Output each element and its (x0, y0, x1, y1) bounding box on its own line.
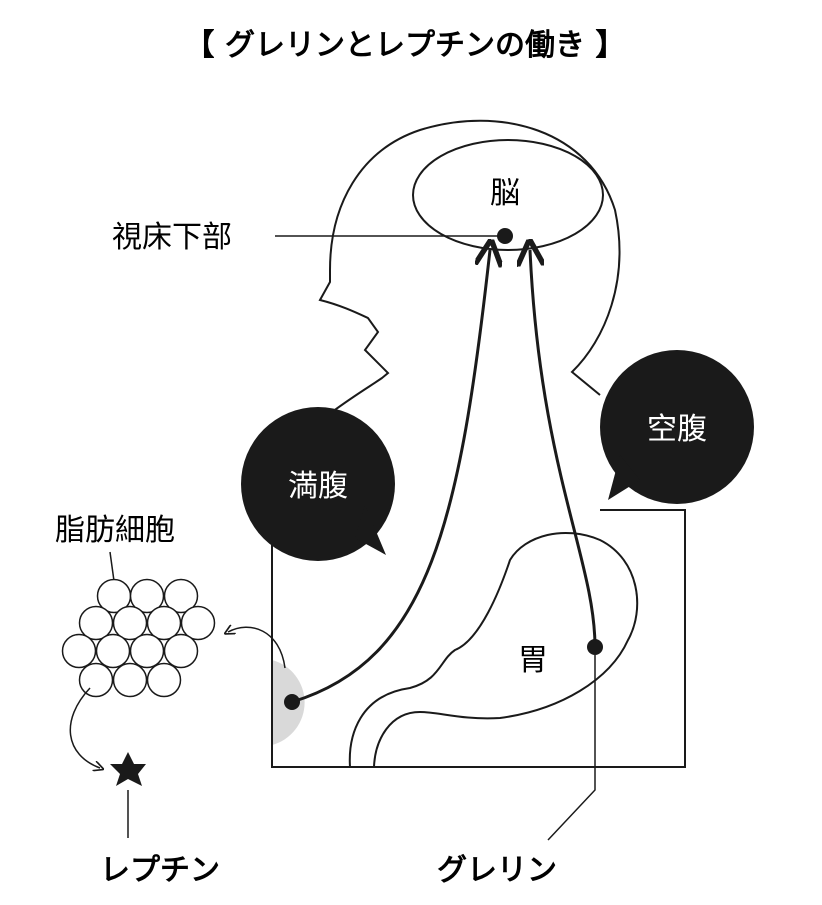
fat-cell (180, 605, 216, 641)
cells-to-leptin-arrow (69, 687, 100, 768)
fat-to-cells-arrow (228, 627, 286, 669)
stomach-label: 胃 (518, 643, 548, 678)
fat-cell (163, 578, 199, 614)
fat-cell (163, 633, 199, 669)
fat-cell (61, 633, 97, 669)
fat-cell (129, 633, 165, 669)
fat-cell (146, 605, 182, 641)
brain-outline (412, 139, 604, 251)
hypothalamus-dot (497, 228, 513, 244)
hungry-speech-bubble: 空腹 (600, 350, 754, 504)
diagram-title: 【 グレリンとレプチンの働き 】 (185, 28, 626, 63)
fat-cell-cluster (61, 578, 216, 698)
stomach-outline (348, 532, 639, 768)
fat-cell (95, 633, 131, 669)
ghrelin-leader-line (547, 655, 596, 841)
full-speech-bubble: 満腹 (241, 407, 395, 561)
brain-label: 脳 (490, 176, 520, 211)
hungry-bubble-label: 空腹 (647, 412, 707, 447)
fat-cell (112, 662, 148, 698)
leptin-arrow (291, 250, 490, 704)
full-bubble-label: 満腹 (288, 469, 348, 504)
leptin-star (110, 752, 146, 786)
fat-cell (78, 662, 114, 698)
ghrelin-arrow (530, 250, 597, 648)
fat-cell (129, 578, 165, 614)
body-outline (271, 119, 686, 768)
ghrelin-label: グレリン (437, 853, 557, 888)
fat-cell (146, 662, 182, 698)
fat-cell (112, 605, 148, 641)
hypothalamus-label: 視床下部 (112, 220, 232, 255)
fat-cells-label: 脂肪細胞 (55, 513, 175, 548)
leptin-label: レプチン (100, 853, 220, 888)
fat-cell (78, 605, 114, 641)
fat-cells-leader-line (109, 551, 115, 582)
